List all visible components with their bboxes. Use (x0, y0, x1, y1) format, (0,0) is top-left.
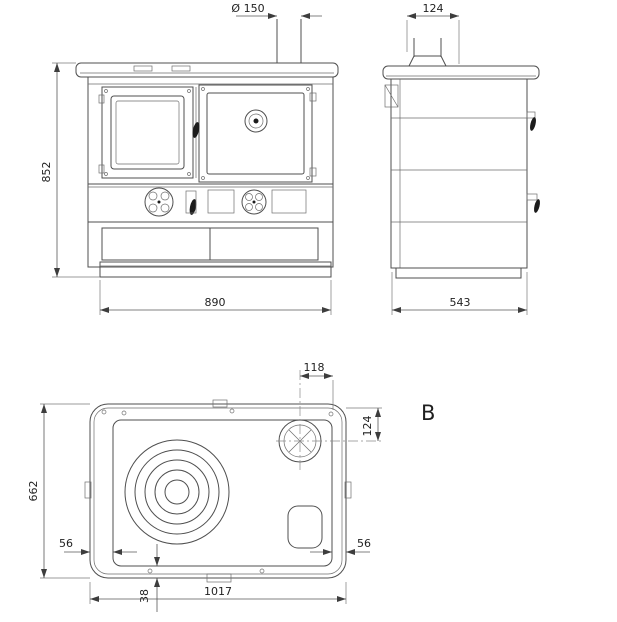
view-label-b: B (421, 401, 435, 425)
dim-top-depth: 662 (27, 481, 40, 502)
dim-front-height: 852 (40, 162, 53, 183)
front-view: Ø 150 (40, 2, 339, 315)
top-view: 118 124 662 56 56 38 1017 B (27, 361, 435, 612)
dim-top-width: 1017 (204, 585, 232, 598)
dim-top-rim: 38 (138, 589, 151, 603)
dim-top-flue-y: 124 (361, 416, 374, 437)
dim-top-margin-left: 56 (59, 537, 73, 550)
dim-front-flue-diameter: Ø 150 (231, 2, 264, 15)
side-view: 124 543 (382, 2, 540, 315)
dim-side-flue-offset: 124 (423, 2, 444, 15)
dim-top-flue-x: 118 (304, 361, 325, 374)
dim-top-margin-right: 56 (357, 537, 371, 550)
dim-side-depth: 543 (450, 296, 471, 309)
dim-front-width: 890 (205, 296, 226, 309)
